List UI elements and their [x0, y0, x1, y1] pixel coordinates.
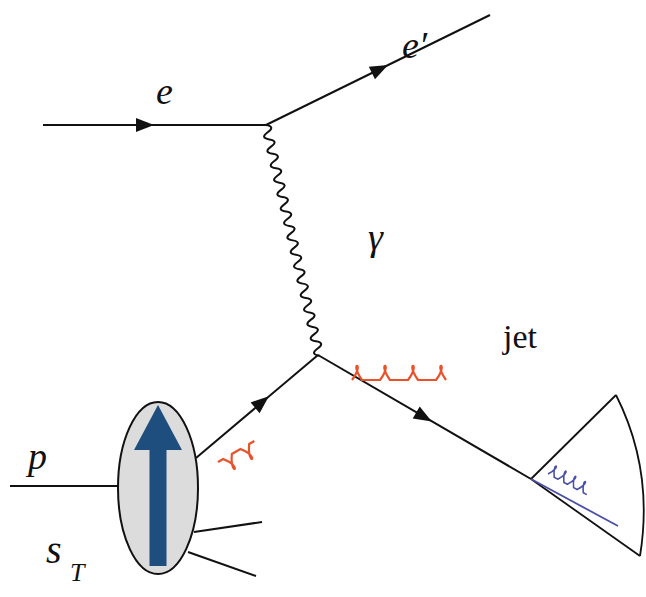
jet-cone [531, 395, 616, 479]
gluon-curl [352, 366, 446, 380]
quark-line [196, 355, 318, 458]
remnant-line [188, 552, 256, 576]
gluon-curl [548, 464, 592, 494]
gluon-curl [218, 441, 262, 474]
spin-arrow [134, 405, 182, 450]
spin-vector-label: s⃗ [46, 530, 93, 570]
arrow-head [369, 59, 391, 79]
jet-cone [616, 395, 644, 556]
proton-line [10, 485, 120, 487]
arrow-head [413, 406, 436, 427]
arrow-head [136, 118, 154, 132]
arrow-head [251, 391, 274, 413]
electron-line [43, 124, 266, 126]
particle-label: p [28, 437, 47, 475]
spin-arrow [150, 448, 167, 566]
photon-line [262, 124, 324, 357]
particle-label: e′ [402, 26, 427, 64]
jet-label: jet [503, 320, 537, 354]
jet-parton [531, 479, 618, 526]
electron-line [266, 15, 490, 125]
quark-line [318, 355, 531, 479]
particle-label: γ [368, 218, 383, 256]
jet-cone [531, 479, 640, 556]
remnant-line [194, 522, 262, 532]
particle-label: e [156, 72, 173, 110]
proton-blob [118, 402, 198, 574]
spin-subscript: T [70, 560, 84, 586]
